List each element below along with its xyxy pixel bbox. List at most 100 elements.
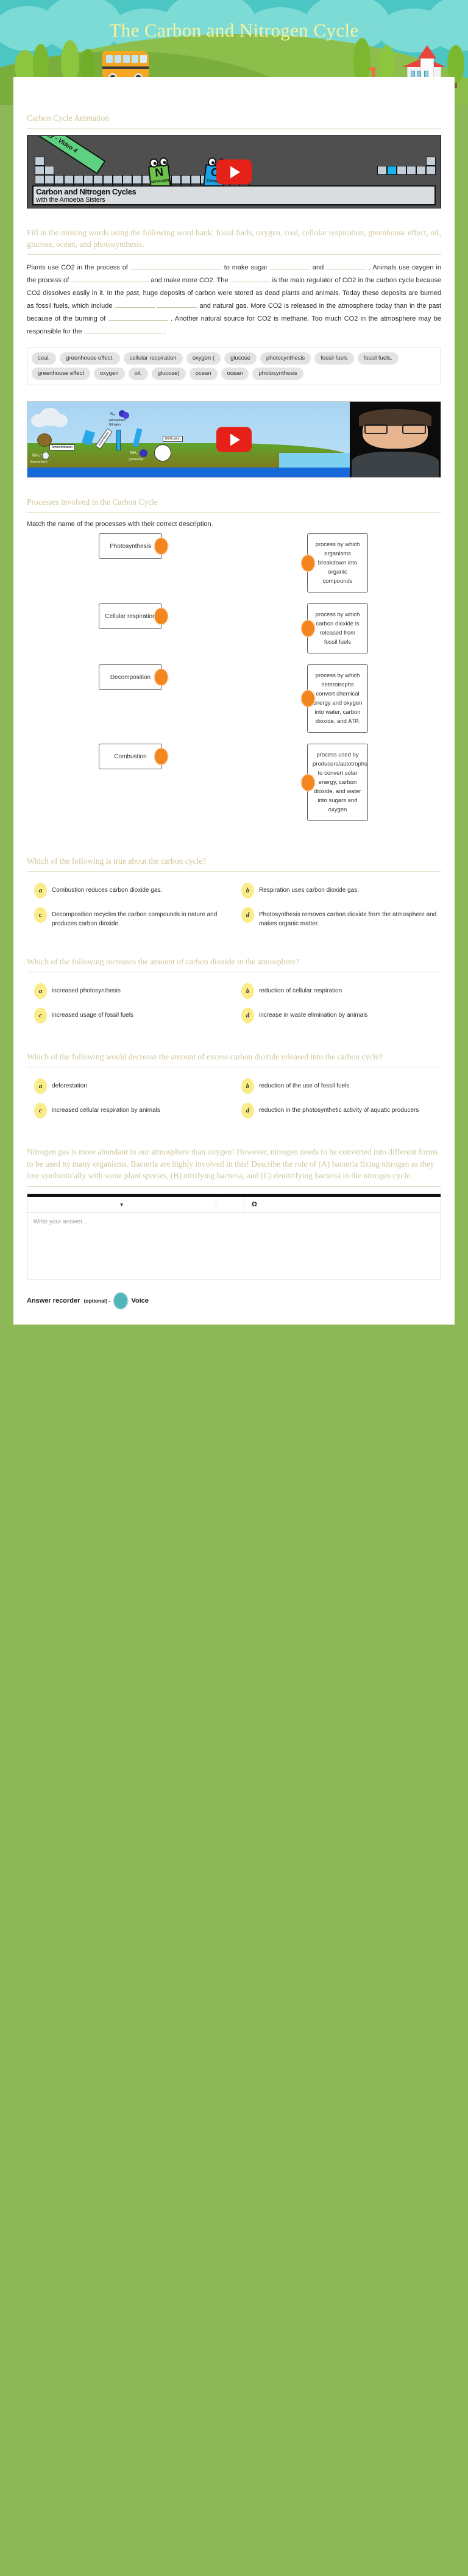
fill-blank-input-7[interactable] (157, 307, 197, 308)
mcq-option[interactable]: c increased cellular respiration by anim… (27, 1098, 234, 1123)
word-bank-chip[interactable]: photosynthesis (252, 368, 303, 380)
matching-grid: Photosynthesis process by which organism… (27, 533, 441, 821)
atmospheric-nitrogen-line1: Atmospheric (109, 419, 126, 422)
option-letter-bubble: b (241, 883, 254, 898)
match-connector-dot[interactable] (302, 691, 314, 706)
answer-textarea[interactable]: Write your answer... (34, 1218, 88, 1225)
match-left-card[interactable]: Decomposition (99, 664, 168, 690)
match-connector-dot[interactable] (302, 555, 314, 571)
sea-graphic (278, 453, 350, 469)
match-left-card[interactable]: Photosynthesis (99, 533, 168, 559)
mcq-option[interactable]: a increased photosynthesis (27, 979, 234, 1003)
word-bank-chip[interactable]: greenhouse effect. (60, 352, 120, 365)
word-bank: coal, greenhouse effect. cellular respir… (27, 347, 441, 385)
word-bank-chip[interactable]: coal, (32, 352, 57, 365)
match-connector-dot[interactable] (155, 749, 168, 764)
page-title: The Carbon and Nitrogen Cycle (109, 20, 359, 41)
ammonia-molecule-icon (140, 449, 147, 457)
word-bank-chip[interactable]: photosynthesis (260, 352, 311, 365)
word-bank-chip[interactable]: oxygen (93, 368, 125, 380)
word-bank-chip[interactable]: oxygen ( (186, 352, 221, 365)
match-connector-dot[interactable] (155, 669, 168, 685)
answer-recorder-optional-label: (optional) - (83, 1297, 111, 1304)
mcq-option[interactable]: b reduction of cellular respiration (234, 979, 441, 1003)
nitrogen-symbol: N (154, 166, 165, 180)
mcq-question: Which of the following is true about the… (27, 856, 207, 866)
omega-icon: Ω (252, 1201, 257, 1208)
option-letter-bubble: c (34, 1008, 47, 1023)
mcq-option[interactable]: b reduction of the use of fossil fuels (234, 1074, 441, 1098)
mcq-option[interactable]: c increased usage of fossil fuels (27, 1003, 234, 1028)
editor-toolbar-slot[interactable] (216, 1197, 245, 1212)
mcq-option[interactable]: b Respiration uses carbon dioxide gas. (234, 878, 441, 903)
section-mcq-2: Which of the following increases the amo… (27, 953, 441, 1028)
video-caption-line2: with the Amoeba Sisters (36, 196, 105, 204)
option-text: Respiration uses carbon dioxide gas. (259, 887, 359, 894)
nitrogen-arrow (116, 430, 121, 450)
divider (27, 871, 441, 872)
match-right-label: process used by producers/autotrophs to … (313, 752, 367, 813)
ammonia-name: (Ammonia) (129, 458, 144, 461)
section-long-answer: Nitrogen gas is more abundant in our atm… (27, 1144, 441, 1309)
answer-recorder: Answer recorder (optional) - Voice (27, 1279, 441, 1309)
mcq-options: a Combustion reduces carbon dioxide gas.… (27, 878, 441, 933)
match-right-card[interactable]: process by which heterotrophs convert ch… (302, 664, 368, 733)
mcq-question: Which of the following increases the amo… (27, 957, 299, 966)
mcq-option[interactable]: d increase in waste elimination by anima… (234, 1003, 441, 1028)
match-right-card[interactable]: process used by producers/autotrophs to … (302, 744, 368, 821)
matching-row: Decomposition process by which heterotro… (27, 664, 441, 733)
mcq-option[interactable]: d Photosynthesis removes carbon dioxide … (234, 903, 441, 933)
word-bank-chip[interactable]: glucose (224, 352, 257, 365)
option-text: deforestation (52, 1083, 87, 1089)
fb-text-7: . Another natural source for CO2 is meth… (27, 315, 441, 335)
match-right-card[interactable]: process by which carbon dioxide is relea… (302, 603, 368, 653)
option-text: Decomposition recycles the carbon compou… (52, 911, 218, 927)
editor-style-dropdown[interactable]: ▼ (27, 1197, 217, 1212)
play-icon[interactable] (216, 427, 252, 452)
word-bank-chip[interactable]: fossil fuels (314, 352, 354, 365)
fill-blank-input-6[interactable] (115, 307, 155, 308)
groundwater-graphic (27, 468, 350, 477)
video-player-carbon-cycle[interactable]: Ecology - Video 4 N NITROGEN C CARBON Ca… (27, 135, 441, 208)
divider (27, 1186, 441, 1187)
mcq-option[interactable]: a deforestation (27, 1074, 234, 1098)
option-letter-bubble: d (241, 1103, 254, 1119)
word-bank-chip[interactable]: ocean (189, 368, 218, 380)
word-bank-chip[interactable]: fossil fuels. (357, 352, 399, 365)
match-connector-dot[interactable] (302, 621, 314, 636)
option-letter-bubble: d (241, 907, 254, 923)
mcq-option[interactable]: c Decomposition recycles the carbon comp… (27, 903, 234, 933)
fill-blank-input-8[interactable] (108, 320, 168, 321)
word-bank-chip[interactable]: oil, (128, 368, 148, 380)
mcq-option[interactable]: d reduction in the photosynthetic activi… (234, 1098, 441, 1123)
root-nodule-icon (37, 433, 52, 447)
answer-recorder-label: Answer recorder (27, 1297, 80, 1304)
option-letter-bubble: b (241, 1078, 254, 1094)
ammonium-molecule-icon (42, 452, 49, 460)
match-left-card[interactable]: Combustion (99, 744, 168, 769)
presenter-video-thumbnail (349, 402, 441, 477)
fill-blank-instruction: Fill in the missing words using the foll… (27, 228, 441, 249)
microphone-icon[interactable] (114, 1292, 128, 1309)
section-mcq-1: Which of the following is true about the… (27, 853, 441, 933)
word-bank-chip[interactable]: cellular respiration (123, 352, 183, 365)
fb-text-6: and natural gas. More CO2 is released in… (27, 302, 442, 322)
match-connector-dot[interactable] (155, 608, 168, 624)
section-processes-matching: Processes involved in the Carbon Cycle M… (27, 494, 441, 821)
play-icon[interactable] (216, 159, 252, 185)
divider (27, 128, 441, 129)
match-connector-dot[interactable] (155, 538, 168, 554)
match-right-card[interactable]: process by which organisms breakdown int… (302, 533, 368, 592)
editor-special-character-button[interactable]: Ω (244, 1197, 441, 1212)
fb-text-0: Plants use CO2 in the process of (27, 264, 128, 271)
match-left-card[interactable]: Cellular respiration (99, 603, 168, 629)
match-connector-dot[interactable] (302, 774, 314, 791)
word-bank-chip[interactable]: ocean (221, 368, 249, 380)
video-player-nitrogen-cycle[interactable]: N₂ Atmospheric Nitrogen Ammonification A… (27, 401, 441, 478)
word-bank-chip[interactable]: glucose) (151, 368, 186, 380)
ammonification-label: Ammonification (49, 444, 76, 450)
match-right-label: process by which organisms breakdown int… (315, 541, 360, 585)
mcq-option[interactable]: a Combustion reduces carbon dioxide gas. (27, 878, 234, 903)
word-bank-chip[interactable]: greenhouse effect (32, 368, 90, 380)
match-left-label: Decomposition (110, 674, 151, 681)
